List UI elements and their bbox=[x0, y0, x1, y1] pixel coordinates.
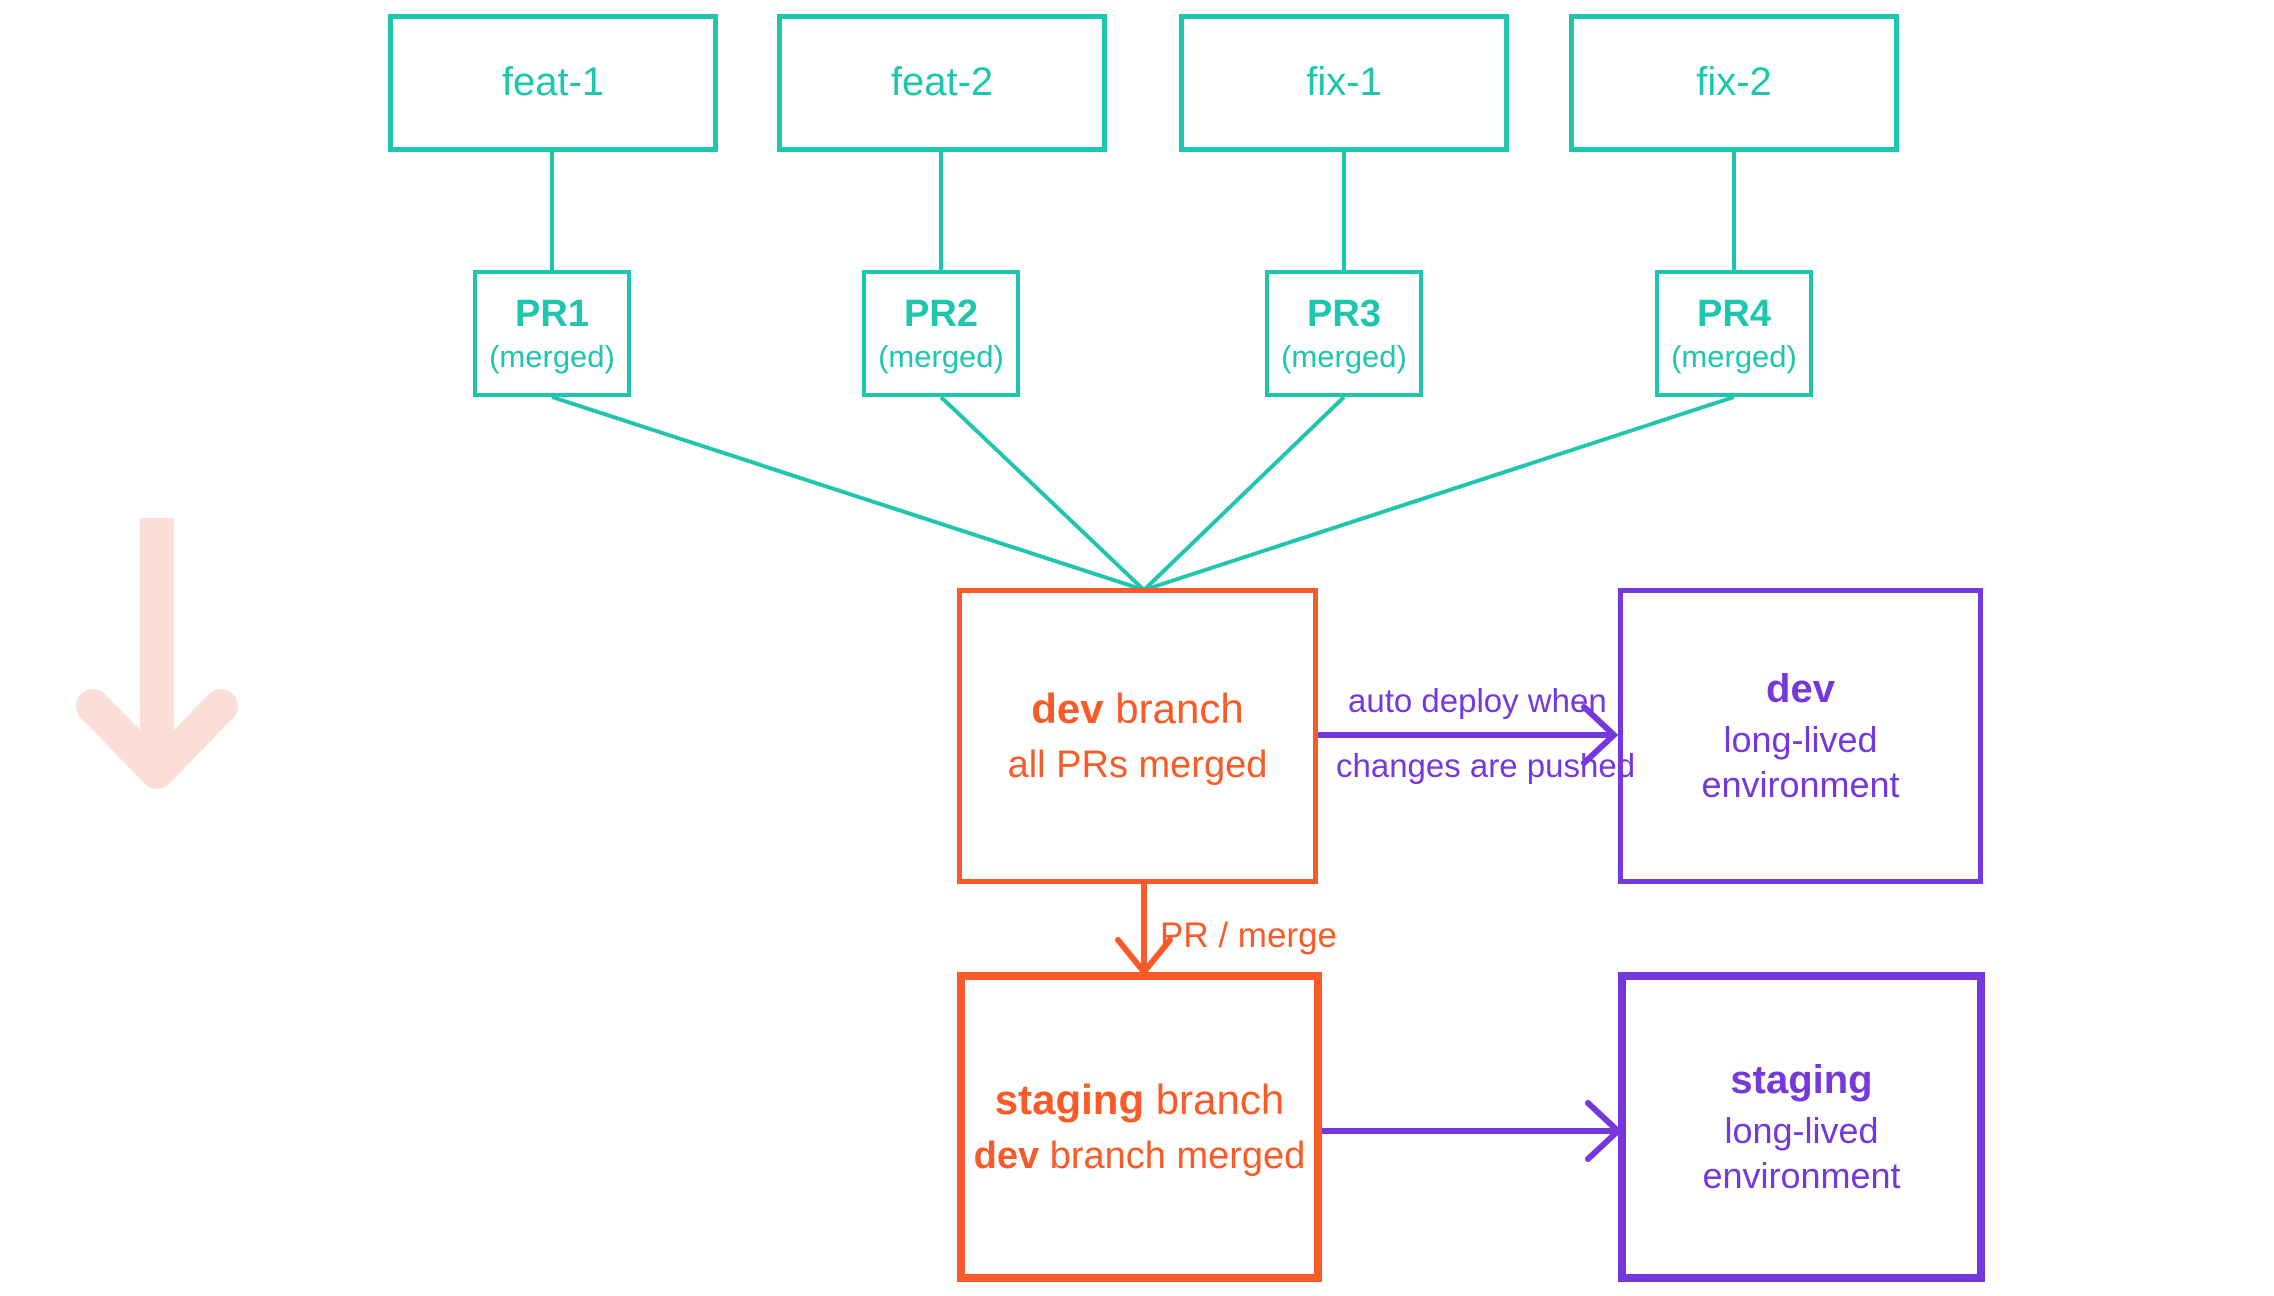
dev-environment-line2: long-lived bbox=[1723, 719, 1878, 761]
auto-deploy-label-line2: changes are pushed bbox=[1336, 747, 1636, 784]
staging-branch-subtitle-bold: dev bbox=[973, 1135, 1040, 1178]
staging-branch-box[interactable]: staging branch dev branch merged bbox=[957, 972, 1322, 1282]
connector-pr1-dev bbox=[551, 395, 1145, 592]
staging-environment-box[interactable]: staging long-lived environment bbox=[1618, 972, 1985, 1282]
pr-box-pr2[interactable]: PR2 (merged) bbox=[862, 270, 1020, 397]
dev-environment-box[interactable]: dev long-lived environment bbox=[1618, 588, 1983, 884]
pr-status: (merged) bbox=[1671, 338, 1797, 374]
pr-label: PR2 bbox=[904, 292, 978, 335]
pr-label: PR1 bbox=[515, 292, 589, 335]
branch-label: fix-1 bbox=[1306, 60, 1382, 105]
branch-box-fix-1[interactable]: fix-1 bbox=[1179, 14, 1509, 152]
branch-box-fix-2[interactable]: fix-2 bbox=[1569, 14, 1899, 152]
dev-environment-line3: environment bbox=[1701, 763, 1900, 805]
dev-environment-name: dev bbox=[1766, 666, 1835, 711]
staging-branch-title: staging branch bbox=[995, 1075, 1284, 1125]
branch-label: feat-1 bbox=[501, 60, 605, 105]
pr-box-pr4[interactable]: PR4 (merged) bbox=[1655, 270, 1813, 397]
pr-box-pr3[interactable]: PR3 (merged) bbox=[1265, 270, 1423, 397]
pr-label: PR4 bbox=[1697, 292, 1771, 335]
connector-staging-to-staging-env bbox=[1322, 1100, 1623, 1162]
staging-environment-line3: environment bbox=[1702, 1154, 1901, 1196]
dev-branch-title-bold: dev bbox=[1031, 684, 1104, 732]
staging-environment-name: staging bbox=[1730, 1057, 1873, 1102]
staging-branch-title-rest: branch bbox=[1144, 1075, 1285, 1123]
staging-branch-subtitle: dev branch merged bbox=[974, 1134, 1306, 1179]
staging-branch-title-bold: staging bbox=[994, 1075, 1145, 1123]
connector-pr4-dev bbox=[1143, 395, 1735, 592]
branch-label: feat-2 bbox=[890, 60, 994, 105]
dev-branch-title-rest: branch bbox=[1103, 684, 1244, 732]
pr-label: PR3 bbox=[1307, 292, 1381, 335]
connector-pr2-dev bbox=[939, 395, 1146, 592]
pr-status: (merged) bbox=[489, 338, 615, 374]
staging-branch-subtitle-rest: branch merged bbox=[1039, 1135, 1306, 1178]
pr-box-pr1[interactable]: PR1 (merged) bbox=[473, 270, 631, 397]
staging-environment-line2: long-lived bbox=[1724, 1110, 1879, 1152]
dev-branch-box[interactable]: dev branch all PRs merged bbox=[957, 588, 1318, 884]
pr-status: (merged) bbox=[1281, 338, 1407, 374]
dev-branch-subtitle: all PRs merged bbox=[1007, 744, 1268, 787]
pr-status: (merged) bbox=[878, 338, 1004, 374]
auto-deploy-label-line1: auto deploy when bbox=[1348, 682, 1607, 719]
dev-branch-title: dev branch bbox=[1031, 684, 1243, 734]
branch-label: fix-2 bbox=[1696, 60, 1772, 105]
connector-pr3-dev bbox=[1142, 395, 1346, 592]
pr-merge-label: PR / merge bbox=[1160, 916, 1337, 955]
branch-box-feat-1[interactable]: feat-1 bbox=[388, 14, 718, 152]
branch-box-feat-2[interactable]: feat-2 bbox=[777, 14, 1107, 152]
pale-down-arrow-icon bbox=[76, 518, 238, 789]
